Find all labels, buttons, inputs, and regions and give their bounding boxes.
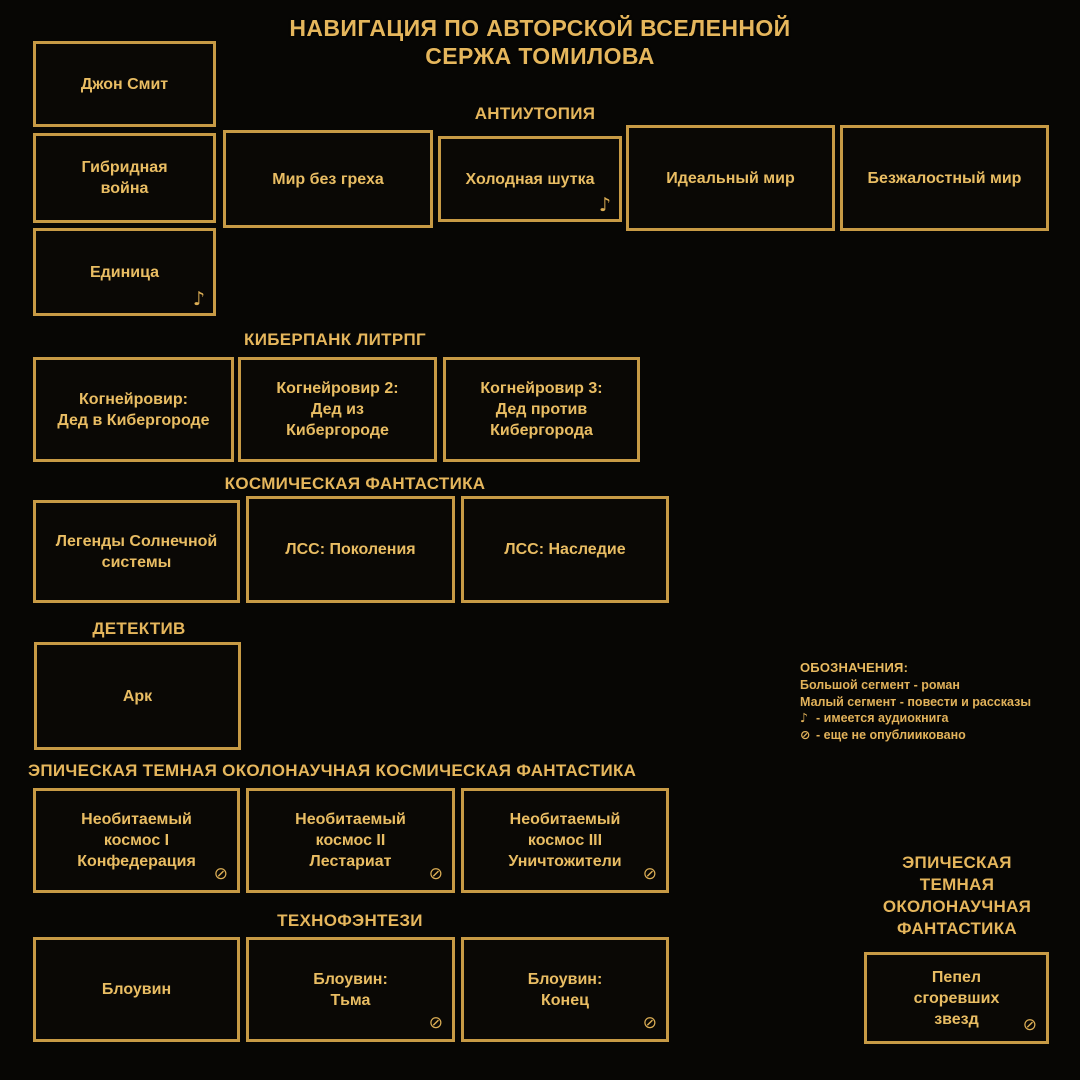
book-card-bezzhalostnyy-mir[interactable]: Безжалостный мир — [840, 125, 1049, 231]
unpublished-icon: ⊘ — [428, 1013, 443, 1033]
legend-line-unpublished: ⊘ - еще не опублиикованo — [800, 727, 1070, 744]
page-title-line2: СЕРЖА ТОМИЛОВА — [425, 43, 655, 69]
book-title: Пепел сгоревших звезд — [913, 968, 1000, 1028]
unpublished-icon: ⊘ — [800, 726, 811, 742]
book-card-neobitaemyy-kosmos-1[interactable]: Необитаемый космос I Конфедерация ⊘ — [33, 788, 240, 893]
book-title: Когнейровир 3: Дед против Кибергорода — [480, 380, 603, 439]
page-title: НАВИГАЦИЯ ПО АВТОРСКОЙ ВСЕЛЕННОЙ СЕРЖА Т… — [0, 14, 1080, 70]
book-title: Идеальный мир — [666, 169, 795, 187]
legend-title: ОБОЗНАЧЕНИЯ: — [800, 660, 909, 675]
book-card-lss-nasledie[interactable]: ЛСС: Наследие — [461, 496, 669, 603]
book-card-neobitaemyy-kosmos-3[interactable]: Необитаемый космос III Уничтожители ⊘ — [461, 788, 669, 893]
audiobook-icon: ♪ — [800, 710, 808, 725]
book-title: Легенды Солнечной системы — [55, 532, 218, 571]
book-title: Джон Смит — [80, 75, 169, 93]
section-caption-cyberpunk-litrpg: КИБЕРПАНК ЛИТРПГ — [244, 330, 426, 349]
book-card-lss-pokoleniya[interactable]: ЛСС: Поколения — [246, 496, 455, 603]
section-caption-technofantasy: ТЕХНОФЭНТЕЗИ — [277, 911, 423, 930]
book-card-pepel-sgorevshikh-zvezd[interactable]: Пепел сгоревших звезд ⊘ — [864, 952, 1049, 1044]
book-title: Необитаемый космос III Уничтожители — [508, 811, 622, 870]
book-title: ЛСС: Наследие — [504, 541, 626, 558]
book-card-neobitaemyy-kosmos-2[interactable]: Необитаемый космос II Лестариат ⊘ — [246, 788, 455, 893]
legend-line-small-segment: Малый сегмент - повести и рассказы — [800, 694, 1031, 709]
book-title: Необитаемый космос II Лестариат — [295, 811, 406, 870]
book-card-idealnyy-mir[interactable]: Идеальный мир — [626, 125, 835, 231]
book-card-dzhon-smit[interactable]: Джон Смит — [33, 41, 216, 127]
unpublished-icon: ⊘ — [213, 864, 228, 884]
legend-panel: ОБОЗНАЧЕНИЯ: Большой сегмент - роман Мал… — [800, 660, 1070, 743]
book-title: Единица — [89, 263, 160, 281]
legend-unpublished-text: - еще не опублиикованo — [816, 727, 966, 742]
book-title: Необитаемый космос I Конфедерация — [77, 811, 196, 870]
book-card-kogneyrovir-1[interactable]: Когнейровир: Дед в Кибергороде — [33, 357, 234, 462]
section-caption-epic-dark-right: ЭПИЧЕСКАЯ ТЕМНАЯ ОКОЛОНАУЧНАЯ ФАНТАСТИКА — [882, 853, 1032, 938]
book-title: Когнейровир: Дед в Кибергороде — [57, 390, 210, 429]
section-caption-detective: ДЕТЕКТИВ — [92, 619, 186, 638]
book-card-kogneyrovir-2[interactable]: Когнейровир 2: Дед из Кибергороде — [238, 357, 437, 462]
book-card-mir-bez-grekha[interactable]: Мир без греха — [223, 130, 433, 228]
unpublished-icon: ⊘ — [642, 864, 657, 884]
section-caption-epic-dark: ЭПИЧЕСКАЯ ТЕМНАЯ ОКОЛОНАУЧНАЯ КОСМИЧЕСКА… — [28, 761, 637, 780]
book-card-legendy-solnechnoy-sistemy[interactable]: Легенды Солнечной системы — [33, 500, 240, 603]
audiobook-icon: ♪ — [192, 288, 205, 310]
book-title: Блоувин — [101, 981, 172, 998]
book-title: Безжалостный мир — [867, 169, 1022, 187]
book-title: Холодная шутка — [465, 170, 595, 188]
audiobook-icon: ♪ — [598, 194, 611, 216]
book-card-blouvin-tma[interactable]: Блоувин: Тьма ⊘ — [246, 937, 455, 1042]
book-card-blouvin-konec[interactable]: Блоувин: Конец ⊘ — [461, 937, 669, 1042]
unpublished-icon: ⊘ — [428, 864, 443, 884]
book-card-ark[interactable]: Арк — [34, 642, 241, 750]
book-title: Блоувин: Тьма — [313, 970, 388, 1009]
book-title: Блоувин: Конец — [527, 970, 603, 1009]
section-caption-antiutopia: АНТИУТОПИЯ — [474, 104, 596, 123]
book-title: ЛСС: Поколения — [285, 541, 416, 558]
book-card-gibridnaya-voyna[interactable]: Гибридная война — [33, 133, 216, 223]
legend-audiobook-text: - имеется аудиокнига — [816, 711, 949, 725]
book-card-blouvin[interactable]: Блоувин — [33, 937, 240, 1042]
book-card-kholodnaya-shutka[interactable]: Холодная шутка ♪ — [438, 136, 622, 222]
book-card-kogneyrovir-3[interactable]: Когнейровир 3: Дед против Кибергорода — [443, 357, 640, 462]
book-title: Когнейровир 2: Дед из Кибергороде — [276, 380, 399, 439]
page-title-line1: НАВИГАЦИЯ ПО АВТОРСКОЙ ВСЕЛЕННОЙ — [289, 15, 791, 41]
book-title: Гибридная война — [81, 159, 168, 197]
unpublished-icon: ⊘ — [1022, 1015, 1037, 1035]
book-card-edinica[interactable]: Единица ♪ — [33, 228, 216, 316]
book-title: Арк — [122, 687, 153, 705]
legend-line-large-segment: Большой сегмент - роман — [800, 678, 960, 692]
book-title: Мир без греха — [272, 170, 384, 188]
section-caption-space-fiction: КОСМИЧЕСКАЯ ФАНТАСТИКА — [224, 474, 486, 493]
legend-line-audiobook: ♪ - имеется аудиокнига — [800, 710, 1070, 727]
unpublished-icon: ⊘ — [642, 1013, 657, 1033]
